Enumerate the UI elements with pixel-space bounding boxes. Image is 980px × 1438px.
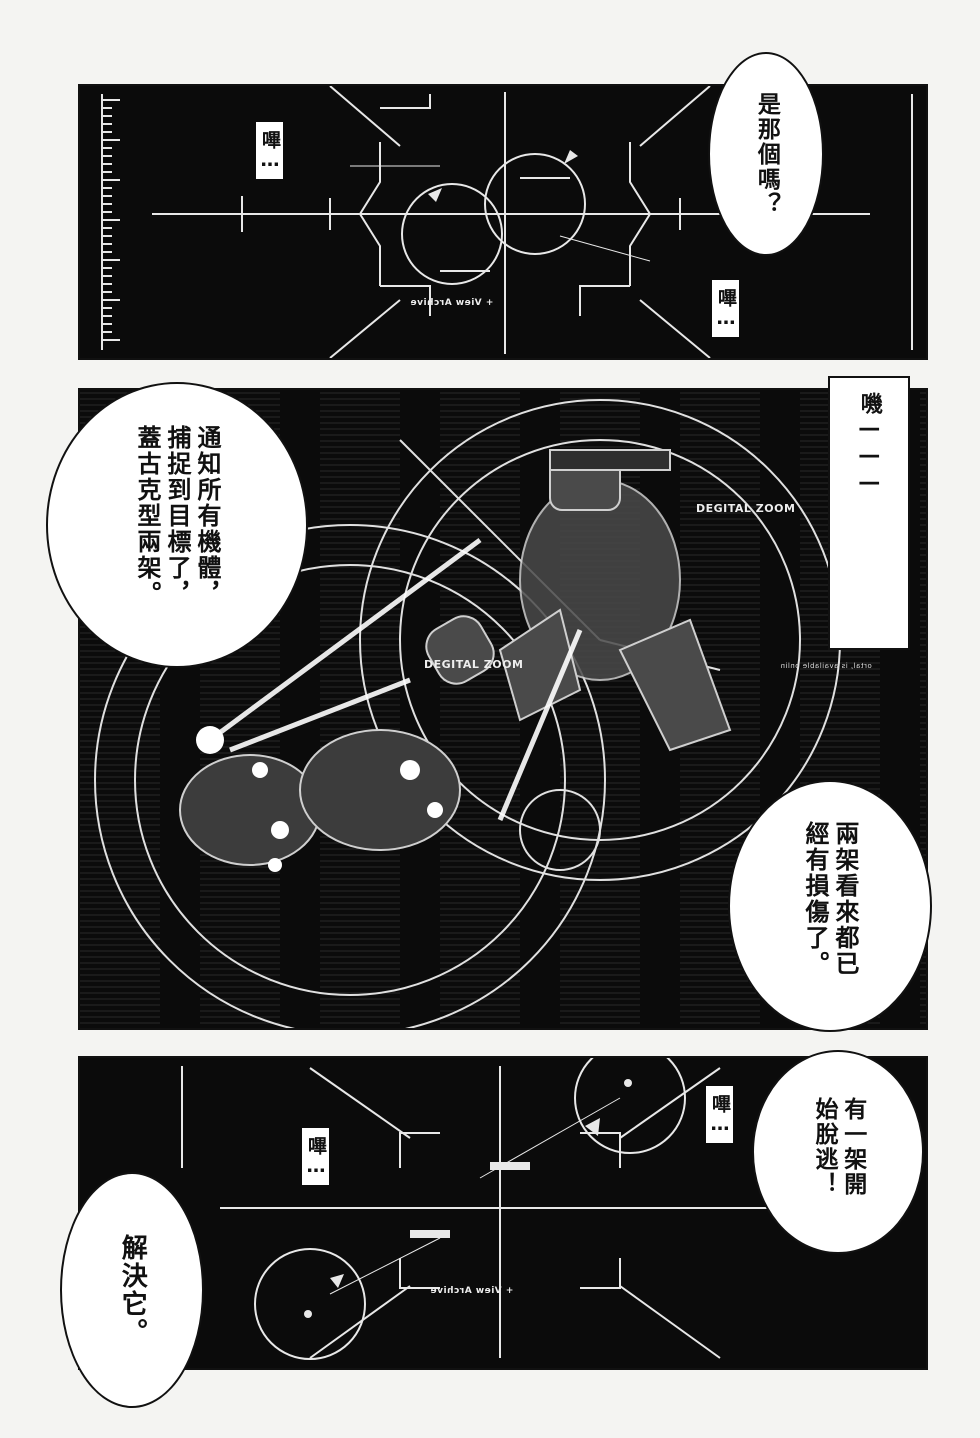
sfx-beep-left: 嗶… (256, 122, 283, 179)
bubble-text-4: 有一架開始脫逃！ (811, 1097, 866, 1197)
hud-view-archive-label-3: + View Archive (430, 1286, 514, 1296)
sfx-beep-right-3: 嗶… (706, 1086, 733, 1143)
bubble-text-1: 是那個嗎？ (753, 91, 780, 217)
bubble-text-5: 解決它。 (117, 1234, 148, 1346)
sfx-box-text: 嘰——— (856, 392, 882, 497)
hud-view-archive-label: + View Archive (410, 298, 494, 308)
digital-zoom-label-1: DEGITAL ZOOM (696, 502, 796, 515)
bubble-text-2: 通知所有機體，捕捉到目標了，蓋古克型兩架。 (133, 425, 221, 607)
bubble-text-3: 兩架看來都已經有損傷了。 (801, 821, 859, 977)
sfx-box: 嘰——— (828, 376, 910, 650)
digital-zoom-label-2: DEGITAL ZOOM (424, 658, 524, 671)
sfx-beep-right: 嗶… (712, 280, 739, 337)
speech-bubble-3: 兩架看來都已經有損傷了。 (728, 780, 932, 1032)
speech-bubble-5: 解決它。 (60, 1172, 204, 1408)
sfx-beep-left-3: 嗶… (302, 1128, 329, 1185)
hud-overlay (101, 86, 913, 358)
hud-overlay-3 (181, 1058, 840, 1360)
hud-availability-label: ortal, is available onlin (780, 662, 872, 670)
speech-bubble-4: 有一架開始脫逃！ (752, 1050, 924, 1254)
speech-bubble-1: 是那個嗎？ (708, 52, 824, 256)
speech-bubble-2: 通知所有機體，捕捉到目標了，蓋古克型兩架。 (46, 382, 308, 668)
